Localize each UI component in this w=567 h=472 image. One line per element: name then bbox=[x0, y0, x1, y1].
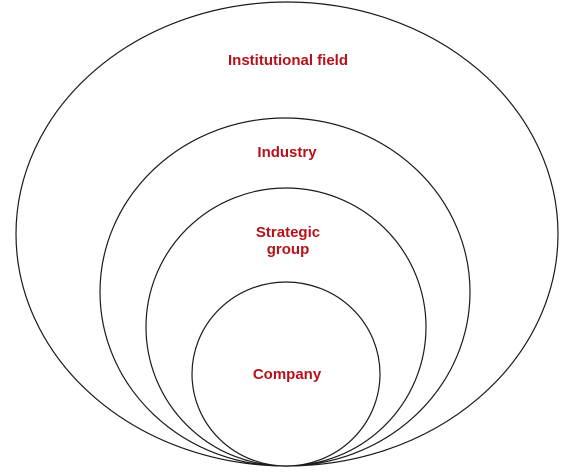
institutional-field-label: Institutional field bbox=[228, 52, 348, 69]
industry-label: Industry bbox=[257, 144, 317, 161]
company-label: Company bbox=[253, 366, 322, 383]
company-ring bbox=[191, 281, 381, 467]
strategic-group-label-line-1: Strategic bbox=[256, 224, 320, 241]
strategic-group-label-line-2: group bbox=[267, 241, 310, 258]
